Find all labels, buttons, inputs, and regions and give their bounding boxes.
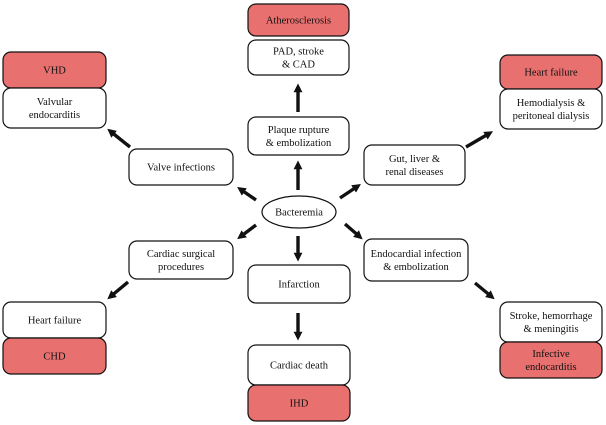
- node-box: [499, 88, 603, 130]
- arrow-bacteremia-to-valve: [237, 186, 257, 202]
- node-box: [363, 238, 469, 282]
- node-gut-liver-renal: Gut, liver & renal diseases: [363, 144, 466, 186]
- node-atherosclerosis: Atherosclerosis: [247, 3, 350, 37]
- node-cardiac-surgical: Cardiac surgical procedures: [128, 240, 234, 280]
- node-label-line: endocarditis: [29, 110, 80, 121]
- node-heart-failure-top: Heart failure: [499, 54, 603, 90]
- node-box: [2, 87, 107, 129]
- node-label-line: & CAD: [282, 60, 315, 71]
- node-label-line: Bacteremia: [275, 208, 323, 219]
- node-label-line: Endocardial infection: [371, 249, 462, 260]
- node-vhd: VHD: [2, 51, 107, 89]
- node-label-line: Heart failure: [524, 68, 578, 79]
- node-chd: CHD: [2, 337, 107, 375]
- node-label-line: procedures: [158, 262, 204, 273]
- arrow-valve-to-endocarditis: [107, 128, 132, 149]
- node-plaque-rupture: Plaque rupture & embolization: [247, 116, 350, 156]
- arrows-layer: [107, 83, 495, 341]
- node-label-line: Valve infections: [147, 163, 215, 174]
- node-box: [2, 337, 107, 375]
- node-hemodialysis: Hemodialysis & peritoneal dialysis: [499, 88, 603, 130]
- node-label-line: Infective: [532, 349, 570, 360]
- node-heart-failure-bottom: Heart failure: [2, 301, 107, 339]
- node-label-line: Cardiac surgical: [147, 249, 215, 260]
- node-box: [128, 148, 234, 186]
- node-stroke-hemorrhage: Stroke, hemorrhage & meningitis: [499, 301, 603, 343]
- node-cardiac-death: Cardiac death: [247, 344, 351, 386]
- node-label-line: Infarction: [278, 280, 320, 291]
- node-label-line: & meningitis: [523, 324, 578, 335]
- node-box: [499, 341, 603, 379]
- node-box: [247, 384, 351, 422]
- node-valvular-endocarditis: Valvular endocarditis: [2, 87, 107, 129]
- node-endocardial-infection: Endocardial infection & embolization: [363, 238, 469, 282]
- node-label-line: Gut, liver &: [389, 154, 440, 165]
- node-valve-infections: Valve infections: [128, 148, 234, 186]
- node-infective-endocarditis: Infective endocarditis: [499, 341, 603, 379]
- arrow-bacteremia-to-surgical: [237, 223, 258, 240]
- node-label-line: Plaque rupture: [268, 125, 330, 136]
- arrow-bacteremia-to-endocardial: [343, 222, 363, 240]
- node-box: [247, 3, 350, 37]
- node-label-line: PAD, stroke: [273, 47, 324, 58]
- node-label-line: & embolization: [266, 138, 332, 149]
- arrow-endocardial-to-stroke: [473, 281, 495, 300]
- node-label-line: Hemodialysis &: [517, 98, 586, 109]
- arrow-gut-to-dialysis: [465, 131, 494, 149]
- node-box: [247, 264, 351, 304]
- node-box: [247, 39, 350, 76]
- node-box: [499, 301, 603, 343]
- node-label-line: IHD: [290, 399, 309, 410]
- node-infarction: Infarction: [247, 264, 351, 304]
- node-label-line: CHD: [43, 352, 66, 363]
- node-label-line: endocarditis: [525, 362, 576, 373]
- node-ihd: IHD: [247, 384, 351, 422]
- node-label-line: Cardiac death: [270, 361, 329, 372]
- node-box: [128, 240, 234, 280]
- node-label-line: & embolization: [383, 262, 449, 273]
- node-pad-stroke-cad: PAD, stroke & CAD: [247, 39, 350, 76]
- node-label-line: peritoneal dialysis: [513, 111, 590, 122]
- node-label-line: Atherosclerosis: [266, 16, 331, 27]
- node-label-line: Valvular: [37, 97, 73, 108]
- node-label-line: VHD: [43, 66, 66, 77]
- node-box: [247, 116, 350, 156]
- arrow-surgical-to-heart-failure: [107, 280, 130, 300]
- node-label-line: Heart failure: [28, 316, 82, 327]
- center-ellipse: [261, 195, 337, 229]
- node-label-line: Stroke, hemorrhage: [510, 311, 593, 322]
- arrow-bacteremia-to-gut: [339, 184, 361, 200]
- node-box: [363, 144, 466, 186]
- node-label-line: renal diseases: [385, 167, 443, 178]
- node-bacteremia: Bacteremia: [261, 195, 337, 229]
